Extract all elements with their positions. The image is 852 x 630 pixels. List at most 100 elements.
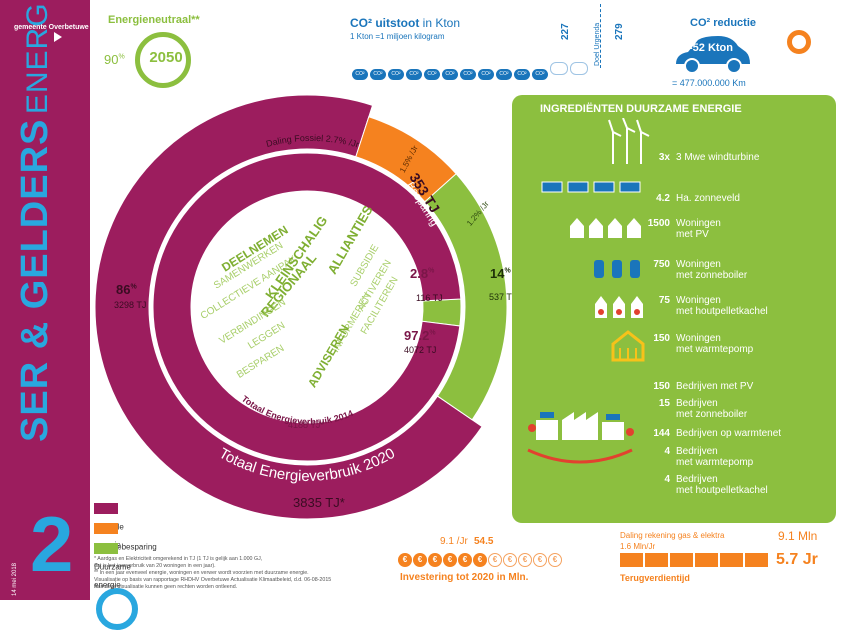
euro-coin-icon: €	[443, 553, 457, 567]
euro-coin-icon: €	[503, 553, 517, 567]
co2-cloud-icon: CO²	[352, 69, 368, 80]
footnote-line: Visualisatie op basis van rapportage RHD…	[94, 577, 332, 583]
energy-donut-chart: Totaal Energieverbruik 2020 Totaal Energ…	[94, 94, 508, 520]
co2-cloud-icon: CO²	[478, 69, 494, 80]
euro-coin-icon: €	[533, 553, 547, 567]
ingredient-count: 750	[653, 259, 670, 270]
euro-coin-icon: €	[518, 553, 532, 567]
co2-value-227: 227	[560, 23, 571, 40]
co2-subtitle: 1 Kton =1 miljoen kilogram	[350, 32, 445, 41]
fossiel-2020-percent: 86%	[116, 282, 137, 297]
terugverdientijd-segment	[695, 553, 718, 567]
ingredient-count: 150	[653, 333, 670, 344]
legend-swatch	[94, 523, 118, 535]
euro-coin-icon: €	[473, 553, 487, 567]
co2-cloud-icon: CO²	[388, 69, 404, 80]
co2-cloud-icon: CO²	[442, 69, 458, 80]
euro-coin-icon: €	[398, 553, 412, 567]
terugverdientijd-segment	[720, 553, 743, 567]
reductie-km: = 477.000.000 Km	[672, 78, 746, 88]
co2-cloud-icon: CO²	[424, 69, 440, 80]
co2-cloud-icon: CO²	[496, 69, 512, 80]
terugverdientijd-segment	[670, 553, 693, 567]
investering-coins: €€€€€€€€€€€	[398, 549, 563, 567]
sidebar-title-light: ENERGIEAKKOORD	[21, 0, 54, 114]
co2-cloud-icon	[570, 62, 588, 75]
doel-line	[600, 4, 601, 68]
investering-rate: 9.1 /Jr	[440, 536, 468, 547]
ingredient-count: 4	[664, 446, 670, 457]
ingredients-panel	[512, 95, 836, 523]
euro-coin-icon: €	[488, 553, 502, 567]
ingredient-text: Bedrijven met PV	[676, 381, 754, 392]
co2-cloud-icon: CO²	[532, 69, 548, 80]
heat-pump-icon	[611, 330, 645, 362]
footnote-line: dat is het jaarverbruik van 20 woningen …	[94, 563, 216, 569]
sidebar-title-bold: SER & GELDERS	[14, 118, 56, 442]
terugverdientijd-bar	[620, 553, 768, 567]
footnote-line: ** In een jaar evenveel energie, woninge…	[94, 570, 309, 576]
total-2014-value: 4188 TJ*	[288, 420, 324, 430]
house-pv-icon	[570, 218, 641, 238]
terugverdientijd-label: Terugverdientijd	[620, 573, 690, 583]
total-2020-value: 3835 TJ*	[293, 495, 345, 510]
fossiel-2020-tj: 3298 TJ	[114, 300, 147, 310]
center-disc	[191, 191, 423, 423]
solar-field-icon	[541, 181, 641, 193]
footnote-line: * Aardgas en Elektriciteit omgerekend in…	[94, 556, 263, 562]
ingredient-count: 144	[653, 428, 670, 439]
sidebar-title: SER & GELDERS ENERGIEAKKOORD	[14, 0, 57, 442]
ingredient-count: 1500	[647, 218, 670, 229]
terugverdientijd-segment	[745, 553, 768, 567]
legend-swatch	[94, 543, 118, 555]
ingredients-title: INGREDIËNTEN DUURZAME ENERGIE	[540, 103, 742, 115]
footnote: * Aardgas en Elektriciteit omgerekend in…	[94, 556, 394, 591]
duurzaam-2014-percent: 2.8%	[410, 266, 435, 281]
terugverdientijd-segment	[645, 553, 668, 567]
reductie-title: CO² reductie	[690, 17, 757, 29]
footnote-line: Aan deze visualisatie kunnen geen rechte…	[94, 584, 238, 590]
ingredient-count: 150	[653, 381, 670, 392]
brand-flag-icon	[54, 32, 62, 42]
sidebar-date: 14 mei 2018	[12, 562, 18, 596]
euro-coin-icon: €	[428, 553, 442, 567]
legend-swatch	[94, 503, 118, 515]
co2-cloud-icon: CO²	[370, 69, 386, 80]
orange-ring-icon	[787, 30, 811, 54]
duurzaam-2020-percent: 14%	[490, 266, 511, 281]
car-icon	[676, 36, 750, 74]
ingredient-count: 3x	[658, 152, 670, 163]
reductie-value: -52 Kton	[689, 42, 733, 54]
co2-doel-label: Doel Urgenda	[594, 22, 601, 66]
fossiel-2014-percent: 97.2%	[404, 328, 436, 343]
solar-boiler-icon	[594, 260, 640, 278]
blue-ring-icon	[96, 588, 138, 630]
ingredient-count: 15	[658, 398, 670, 409]
fossiel-2014-tj: 4072 TJ	[404, 345, 437, 355]
ingredient-text: 3 Mwe windturbine	[676, 152, 760, 163]
legend-label: Energiebesparing	[94, 542, 157, 552]
co2-cloud-icon: CO²	[406, 69, 422, 80]
ingredient-text: Ha. zonneveld	[676, 193, 740, 204]
ingredient-count: 4.2	[656, 193, 670, 204]
ingredient-text: Bedrijven op warmtenet	[676, 428, 782, 439]
euro-coin-icon: €	[413, 553, 427, 567]
rekening-years: 5.7 Jr	[776, 551, 818, 568]
pellet-stove-icon	[595, 296, 643, 318]
co2-title: CO² uitstoot in Kton	[350, 16, 461, 30]
rekening-value: 9.1 Mln	[778, 529, 818, 543]
sidebar	[0, 0, 90, 600]
rekening-title: Daling rekening gas & elektra	[620, 531, 725, 540]
duurzaam-2020-tj: 537 TJ	[489, 292, 517, 302]
terugverdientijd-segment	[620, 553, 643, 567]
windturbine-icon	[608, 118, 650, 164]
energieneutraal-ring	[135, 32, 191, 88]
legend-item: Duurzame energie	[94, 540, 131, 594]
